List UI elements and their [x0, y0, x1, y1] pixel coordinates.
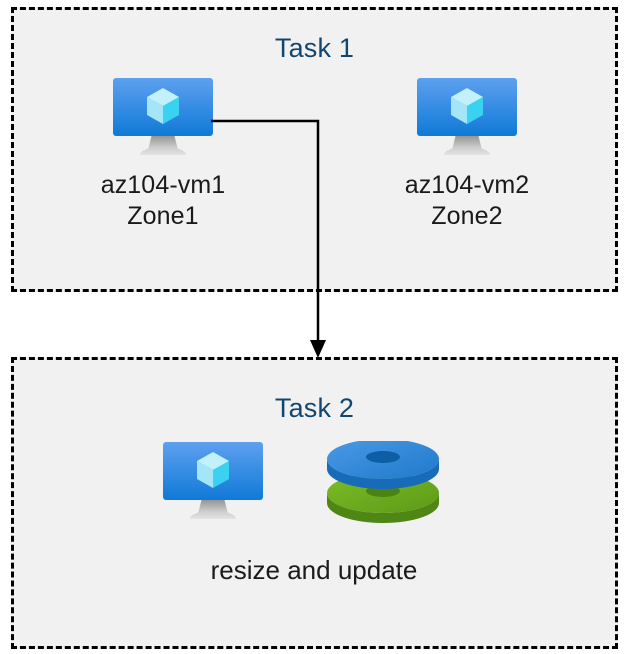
virtual-machine-icon	[163, 442, 263, 519]
node-task2-vm[interactable]	[98, 440, 328, 524]
task2-container: Task 2	[11, 357, 618, 649]
task2-title: Task 2	[274, 393, 355, 423]
task1-title: Task 1	[274, 33, 355, 63]
virtual-machine-icon	[113, 78, 213, 155]
node-label: az104-vm1 Zone1	[100, 171, 226, 231]
node-az104-vm2[interactable]: az104-vm2 Zone2	[352, 76, 582, 233]
task2-caption: resize and update	[210, 555, 418, 585]
disk-blue	[327, 441, 439, 489]
node-label: az104-vm2 Zone2	[404, 171, 530, 231]
node-az104-vm1[interactable]: az104-vm1 Zone1	[48, 76, 278, 233]
disks-icon[interactable]	[325, 441, 441, 533]
virtual-machine-icon	[417, 78, 517, 155]
